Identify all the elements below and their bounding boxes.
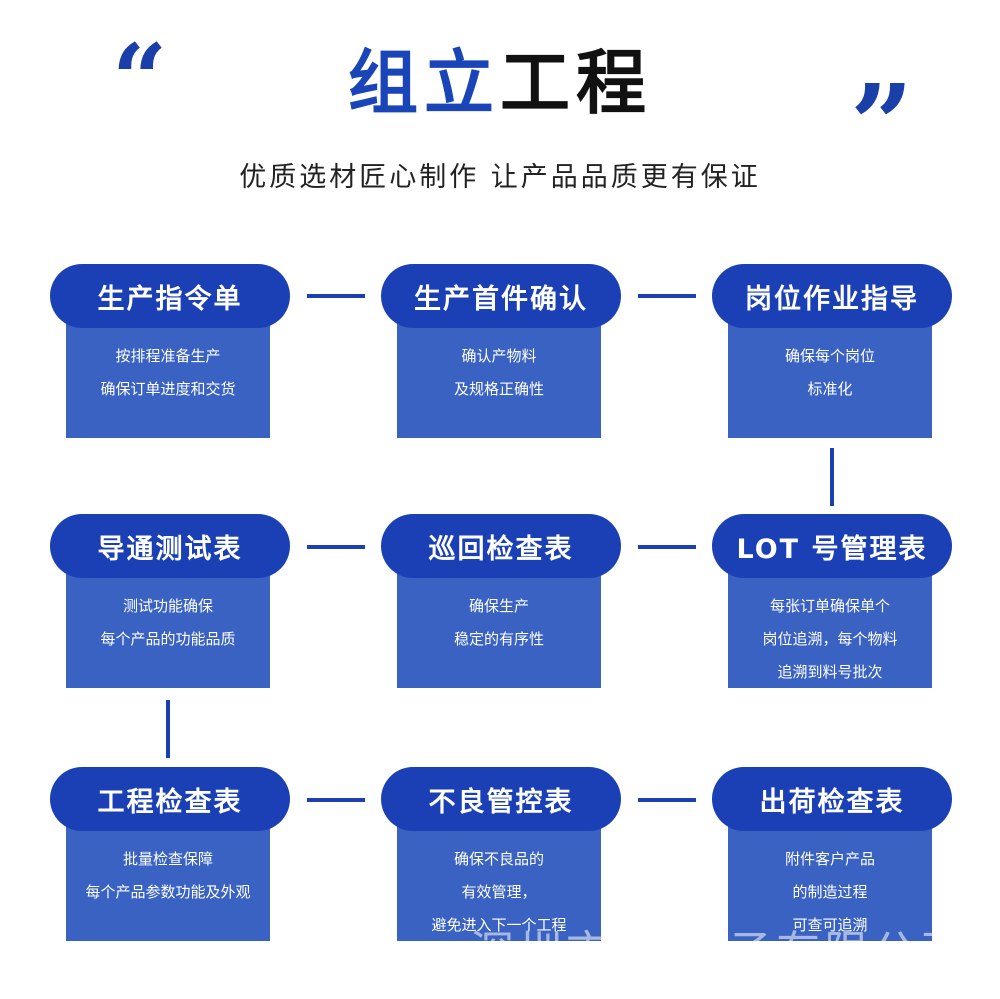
step-description: 测试功能确保 每个产品的功能品质 [66,572,270,688]
step-process-inspection: 工程检查表 批量检查保障 每个产品参数功能及外观 [50,767,290,941]
step-desc-line: 避免进入下一个工程 [431,916,567,934]
connector-7-8 [307,798,365,802]
step-desc-line: 的制造过程 [792,883,868,901]
step-desc-line: 每个产品的功能品质 [100,630,236,648]
step-desc-line: 追溯到料号批次 [777,663,883,681]
connector-4-7 [166,700,170,758]
step-desc-line: 每张订单确保单个 [769,597,890,615]
step-shipping-inspection: 出荷检查表 附件客户产品 的制造过程 可查可追溯 [712,767,952,941]
connector-6-5 [638,545,696,549]
step-desc-line: 标准化 [807,380,853,398]
step-desc-line: 可查可追溯 [792,916,868,934]
step-desc-line: 确认产物料 [461,347,537,365]
step-description: 每张订单确保单个 岗位追溯，每个物料 追溯到料号批次 [728,572,932,688]
step-work-instruction: 岗位作业指导 确保每个岗位 标准化 [712,264,952,438]
step-description: 按排程准备生产 确保订单进度和交货 [66,322,270,438]
step-description: 批量检查保障 每个产品参数功能及外观 [66,825,270,941]
connector-2-3 [638,294,696,298]
step-title: 导通测试表 [50,514,290,578]
step-description: 确保每个岗位 标准化 [728,322,932,438]
step-title: 巡回检查表 [381,514,621,578]
step-desc-line: 按排程准备生产 [115,347,221,365]
step-desc-line: 确保不良品的 [453,850,544,868]
title-part-blue: 组立 [348,42,500,124]
connector-5-4 [307,545,365,549]
close-quote-mark: ” [850,60,914,189]
step-desc-line: 确保生产 [468,597,529,615]
step-desc-line: 确保每个岗位 [784,347,875,365]
step-desc-line: 每个产品参数功能及外观 [85,883,251,901]
step-first-article: 生产首件确认 确认产物料 及规格正确性 [381,264,621,438]
step-lot-management: LOT 号管理表 每张订单确保单个 岗位追溯，每个物料 追溯到料号批次 [712,514,952,688]
step-title: LOT 号管理表 [712,514,952,578]
page-title: 组立工程 [0,48,1000,118]
step-desc-line: 有效管理， [461,883,537,901]
step-desc-line: 岗位追溯，每个物料 [762,630,898,648]
step-desc-line: 批量检查保障 [122,850,213,868]
step-title: 不良管控表 [381,767,621,831]
connector-1-2 [307,294,365,298]
step-title: 生产指令单 [50,264,290,328]
open-quote-mark: “ [112,23,168,136]
step-desc-line: 确保订单进度和交货 [100,380,236,398]
step-title: 出荷检查表 [712,767,952,831]
step-description: 确保生产 稳定的有序性 [397,572,601,688]
step-description: 附件客户产品 的制造过程 可查可追溯 [728,825,932,941]
step-patrol-inspection: 巡回检查表 确保生产 稳定的有序性 [381,514,621,688]
step-desc-line: 测试功能确保 [122,597,213,615]
step-continuity-test: 导通测试表 测试功能确保 每个产品的功能品质 [50,514,290,688]
step-title: 工程检查表 [50,767,290,831]
connector-8-9 [638,798,696,802]
step-title: 岗位作业指导 [712,264,952,328]
step-description: 确保不良品的 有效管理， 避免进入下一个工程 [397,825,601,941]
step-desc-line: 及规格正确性 [453,380,544,398]
step-title: 生产首件确认 [381,264,621,328]
connector-3-6 [830,448,834,506]
step-description: 确认产物料 及规格正确性 [397,322,601,438]
title-part-dark: 工程 [500,42,652,124]
step-desc-line: 稳定的有序性 [453,630,544,648]
step-desc-line: 附件客户产品 [784,850,875,868]
step-production-order: 生产指令单 按排程准备生产 确保订单进度和交货 [50,264,290,438]
step-defect-control: 不良管控表 确保不良品的 有效管理， 避免进入下一个工程 [381,767,621,941]
page-subtitle: 优质选材匠心制作 让产品品质更有保证 [239,162,761,193]
